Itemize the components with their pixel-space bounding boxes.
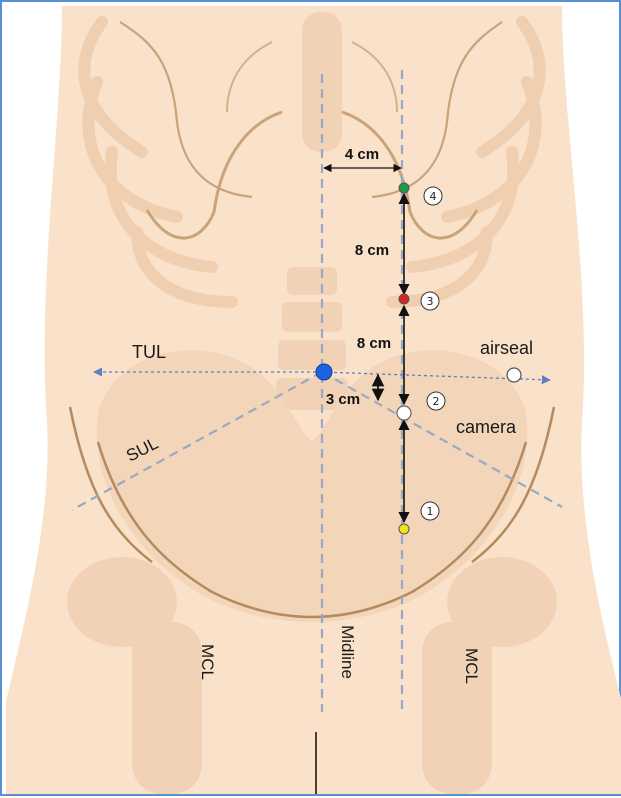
svg-text:3: 3 <box>427 295 434 308</box>
umbilicus-marker <box>316 364 332 380</box>
port-1-number: 1 <box>421 502 439 520</box>
svg-text:4: 4 <box>430 190 437 203</box>
distance-3-2-label: 8 cm <box>357 335 391 352</box>
mcl-right-label: MCL <box>462 648 481 684</box>
umbilicus-offset-label: 3 cm <box>326 391 360 408</box>
port-2-number: 2 <box>427 392 445 410</box>
port-3-dot <box>399 294 409 304</box>
lateral-distance-label: 4 cm <box>345 146 379 163</box>
distance-4-3-label: 8 cm <box>355 242 389 259</box>
mcl-left-label: MCL <box>198 644 217 680</box>
tul-label: TUL <box>132 342 166 362</box>
port-1-dot <box>399 524 409 534</box>
port-3-number: 3 <box>421 292 439 310</box>
midline-label: Midline <box>338 625 357 679</box>
port-4-number: 4 <box>424 187 442 205</box>
svg-text:2: 2 <box>433 395 440 408</box>
camera-label: camera <box>456 417 517 437</box>
airseal-label: airseal <box>480 338 533 358</box>
port-4-dot <box>399 183 409 193</box>
camera-port-dot <box>397 406 411 420</box>
svg-text:1: 1 <box>427 505 434 518</box>
airseal-port-dot <box>507 368 521 382</box>
femur-left <box>132 622 202 794</box>
